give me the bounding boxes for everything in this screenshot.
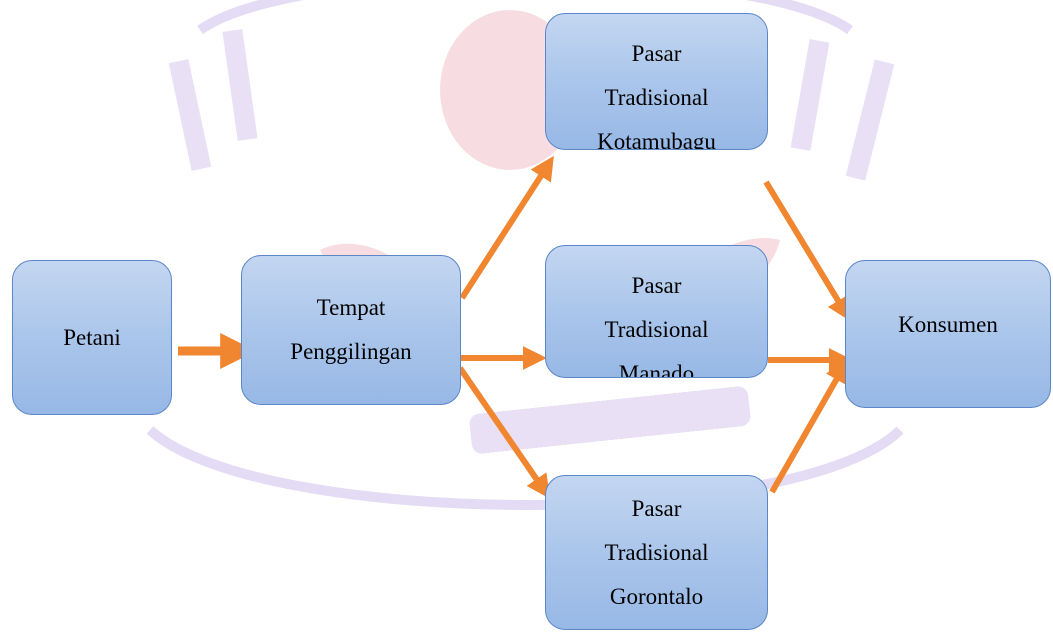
node-pasar-gorontalo: Pasar Tradisional Gorontalo <box>545 475 768 630</box>
arrow-gorontalo-to-konsumen <box>769 358 849 494</box>
node-pasar-kotamubagu-line-3: Kotamubagu <box>597 129 716 150</box>
node-pasar-gorontalo-line-2: Tradisional <box>604 539 709 565</box>
node-pasar-gorontalo-line-1: Pasar <box>631 495 682 521</box>
node-pasar-manado-text: Pasar Tradisional Manado <box>604 246 709 378</box>
node-pasar-manado-line-2: Tradisional <box>604 317 709 342</box>
node-konsumen-text: Konsumen <box>898 261 998 347</box>
node-pasar-kotamubagu-line-2: Tradisional <box>604 85 709 110</box>
arrow-penggilingan-to-gorontalo <box>457 366 551 499</box>
node-pasar-kotamubagu: Pasar Tradisional Kotamubagu <box>545 13 768 150</box>
node-pasar-kotamubagu-text: Pasar Tradisional Kotamubagu <box>597 14 716 150</box>
node-pasar-gorontalo-text: Pasar Tradisional Gorontalo <box>605 487 709 619</box>
node-pasar-gorontalo-line-3: Gorontalo <box>609 583 704 609</box>
node-petani-line-1: Petani <box>63 324 121 350</box>
node-pasar-manado-line-3: Manado <box>618 361 695 378</box>
node-tempat-penggilingan-line-2: Penggilingan <box>290 339 412 364</box>
node-pasar-manado: Pasar Tradisional Manado <box>545 245 768 378</box>
node-tempat-penggilingan-line-1: Tempat <box>316 295 386 320</box>
node-petani: Petani <box>12 260 172 415</box>
arrow-kotamubagu-to-konsumen <box>763 180 851 322</box>
node-konsumen: Konsumen <box>845 260 1051 408</box>
node-pasar-kotamubagu-line-1: Pasar <box>631 41 682 66</box>
node-tempat-penggilingan: Tempat Penggilingan <box>241 255 461 405</box>
node-pasar-manado-line-1: Pasar <box>631 273 682 298</box>
node-tempat-penggilingan-text: Tempat Penggilingan <box>290 286 411 374</box>
node-petani-text: Petani <box>63 316 121 360</box>
arrow-penggilingan-to-kotamubagu <box>459 155 554 300</box>
node-konsumen-line-1: Konsumen <box>898 312 998 337</box>
